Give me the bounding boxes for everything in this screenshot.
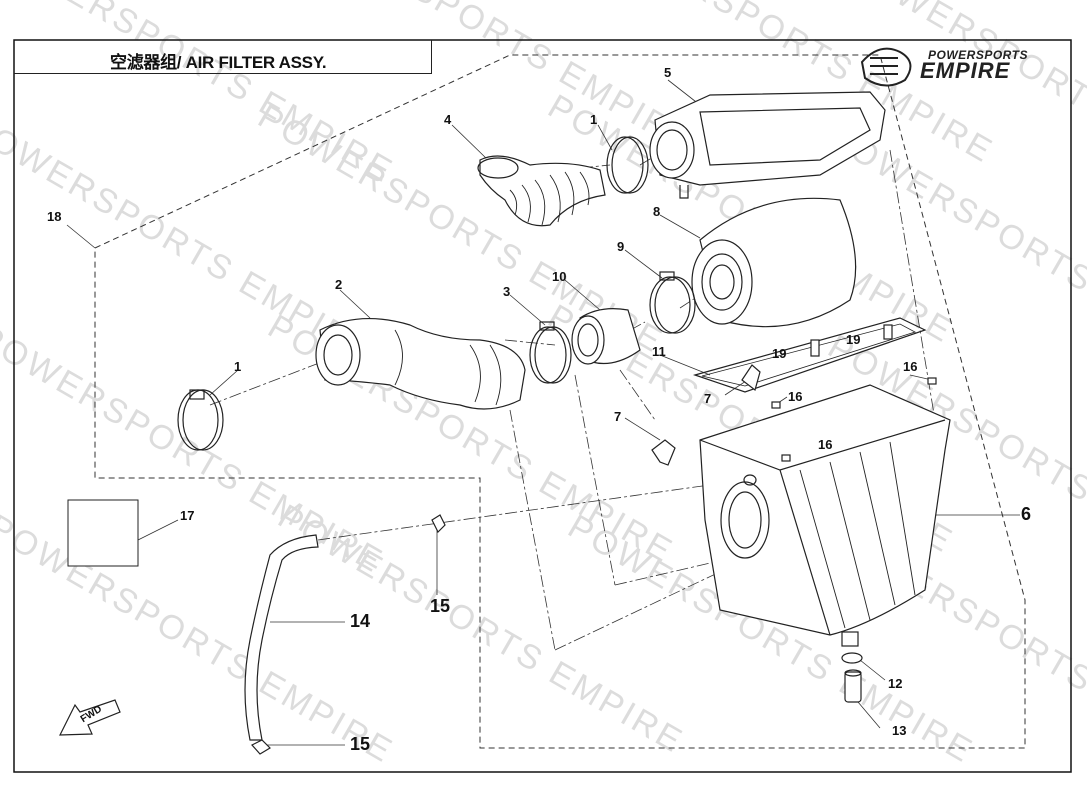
part-label xyxy=(67,499,139,567)
callout-3: 3 xyxy=(503,284,511,299)
part-clips xyxy=(651,364,761,466)
callout-15: 15 xyxy=(350,734,371,754)
callout-1: 1 xyxy=(590,112,598,127)
assembly-boundary xyxy=(94,54,1026,749)
callout-10: 10 xyxy=(552,269,567,284)
fwd-arrow-icon xyxy=(59,699,121,736)
page-title: 空滤器组/ AIR FILTER ASSY. xyxy=(110,53,327,72)
part-filter-element xyxy=(691,197,857,328)
part-clamp-9 xyxy=(649,271,696,334)
alignment-lines xyxy=(209,149,936,651)
part-gasket xyxy=(692,317,927,393)
title-box xyxy=(14,40,432,74)
part-drain-plug xyxy=(844,669,862,703)
callout-5: 5 xyxy=(664,65,672,80)
callout-19: 19 xyxy=(846,332,861,347)
part-clamp-top xyxy=(606,136,649,194)
callout-6: 6 xyxy=(1021,504,1032,524)
part-coupler xyxy=(571,308,641,365)
callout-7: 7 xyxy=(614,409,622,424)
callout-13: 13 xyxy=(892,723,907,738)
callout-2: 2 xyxy=(335,277,343,292)
callout-16: 16 xyxy=(788,389,803,404)
part-breather-hose xyxy=(244,534,319,741)
brand-name: EMPIRE xyxy=(920,58,1011,83)
callout-19: 19 xyxy=(772,346,787,361)
callout-1: 1 xyxy=(234,359,242,374)
brand-subtitle: POWERSPORTS xyxy=(928,48,1028,62)
callout-8: 8 xyxy=(653,204,661,219)
part-intake-duct xyxy=(477,155,606,227)
part-clamp-12 xyxy=(841,652,863,664)
brand-logo-icon xyxy=(860,47,912,87)
part-hose-clips xyxy=(251,514,446,755)
part-airbox-cover xyxy=(649,91,886,199)
outer-frame xyxy=(13,39,1072,773)
callout-9: 9 xyxy=(617,239,625,254)
callout-11: 11 xyxy=(652,344,666,359)
callout-12: 12 xyxy=(888,676,903,691)
callout-14: 14 xyxy=(350,611,371,631)
callout-16: 16 xyxy=(818,437,833,452)
callout-17: 17 xyxy=(180,508,195,523)
callout-7: 7 xyxy=(704,391,712,406)
callout-18: 18 xyxy=(47,209,62,224)
callout-16: 16 xyxy=(903,359,918,374)
callout-4: 4 xyxy=(444,112,452,127)
part-intake-tube xyxy=(315,318,526,410)
part-clamp-left xyxy=(177,389,224,451)
part-clamp-3 xyxy=(529,321,572,384)
part-fasteners xyxy=(771,324,937,462)
callout-15: 15 xyxy=(430,596,451,616)
part-airbox-lower xyxy=(699,384,951,647)
